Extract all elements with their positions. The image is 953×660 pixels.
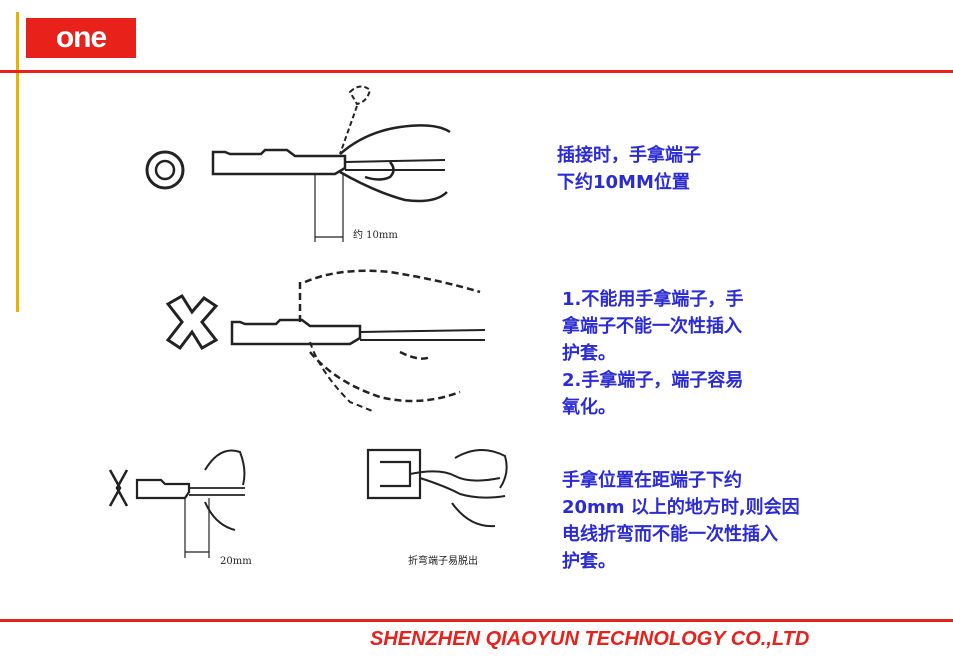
note-line: 护套。	[562, 551, 616, 572]
dimension-label-10mm: 约 10mm	[353, 228, 398, 241]
caption-bent-terminal: 折弯端子易脱出	[408, 554, 478, 567]
note-line: 插接时，手拿端子	[557, 145, 701, 166]
dimension-label-20mm: 20mm	[220, 556, 252, 567]
note-correct-method: 插接时，手拿端子 下约10MM位置	[557, 142, 701, 196]
cross-icon	[165, 293, 219, 351]
cross-icon-small	[108, 469, 129, 507]
dimension-marker	[314, 174, 344, 242]
footer-divider	[0, 619, 953, 622]
footer-company-name: SHENZHEN QIAOYUN TECHNOLOGY CO.,LTD	[370, 628, 810, 650]
note-line: 2.手拿端子，端子容易	[562, 370, 744, 391]
figure-wrong-method	[165, 269, 486, 413]
note-line: 手拿位置在距端子下约	[562, 470, 742, 491]
hand-drawing	[451, 449, 508, 528]
logo-text: one	[55, 21, 107, 54]
note-line: 1.不能用手拿端子，手	[562, 289, 744, 310]
header-divider	[0, 70, 953, 73]
note-line: 拿端子不能一次性插入	[562, 316, 742, 337]
dimension-marker	[184, 498, 210, 558]
eye-sketch	[339, 85, 372, 155]
hand-drawing	[204, 449, 246, 531]
figure-correct-method: 约 10mm	[145, 85, 451, 242]
hand-drawing	[339, 124, 451, 203]
terminal-drawing	[135, 478, 191, 500]
note-line: 20mm 以上的地方时,则会因	[562, 497, 800, 518]
terminal-drawing	[211, 148, 347, 176]
figure-bent-terminal: 折弯端子易脱出	[366, 448, 508, 567]
bent-wire-drawing	[409, 470, 506, 499]
note-far-grip: 手拿位置在距端子下约 20mm 以上的地方时,则会因 电线折弯而不能一次性插入 …	[562, 467, 800, 575]
figure-far-grip: 20mm	[108, 449, 252, 567]
note-wrong-method: 1.不能用手拿端子，手 拿端子不能一次性插入 护套。 2.手拿端子，端子容易 氧…	[562, 286, 743, 421]
note-line: 下约10MM位置	[557, 172, 690, 193]
note-line: 氧化。	[562, 397, 616, 418]
hand-drawing	[298, 269, 481, 403]
company-logo: one	[26, 18, 136, 58]
note-line: 电线折弯而不能一次性插入	[562, 524, 778, 545]
correct-ring-icon	[145, 150, 185, 190]
terminal-drawing	[230, 318, 362, 346]
note-line: 护套。	[562, 343, 616, 364]
accent-vertical-line	[16, 12, 19, 312]
